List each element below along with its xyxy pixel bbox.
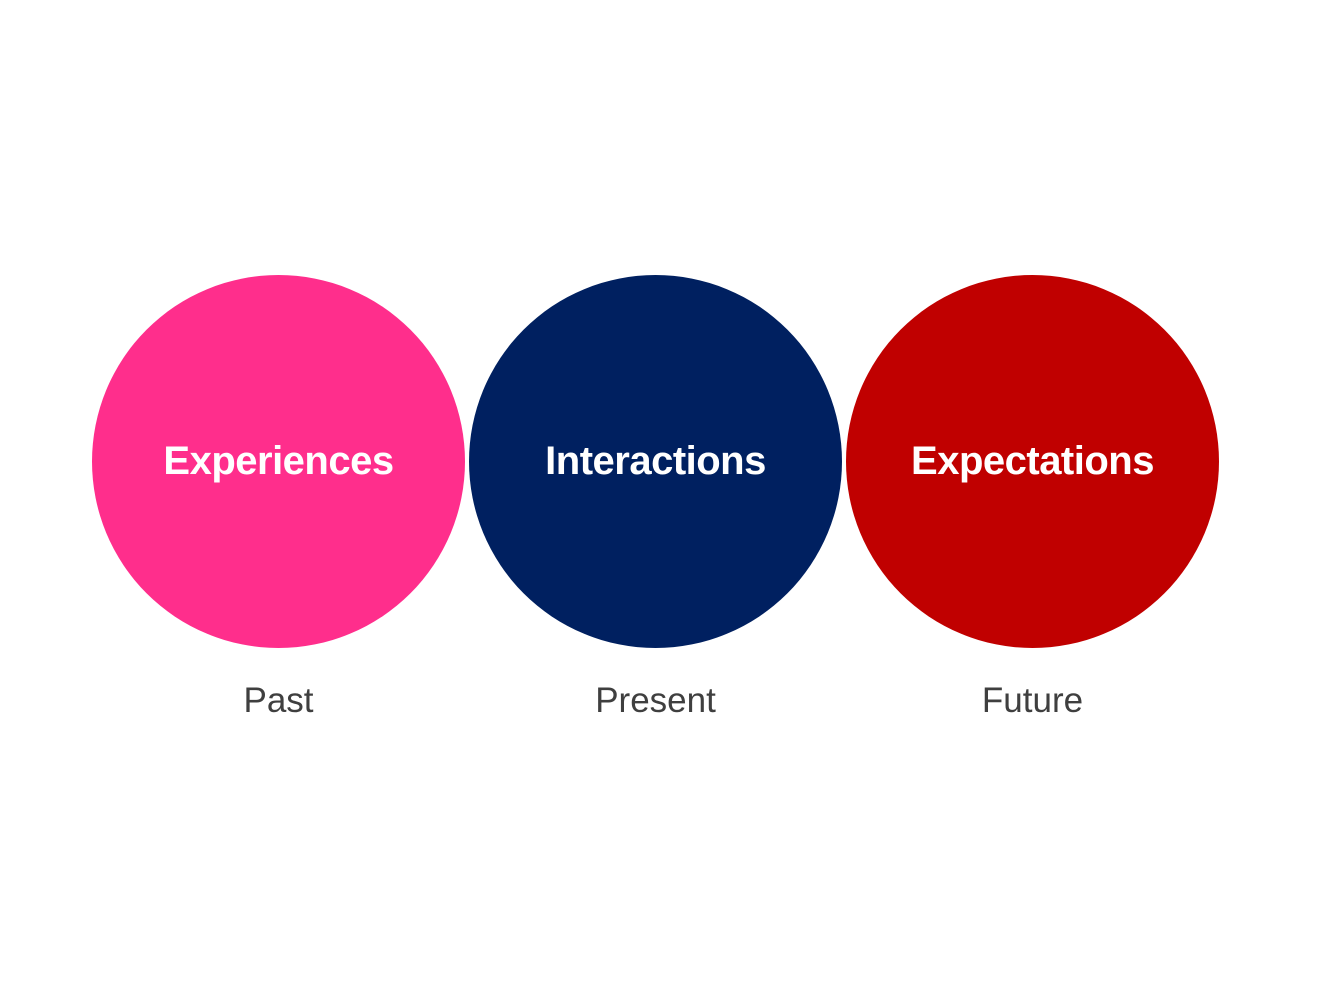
circle-interactions: Interactions: [469, 275, 842, 648]
diagram-item-interactions: Interactions Present: [469, 275, 842, 722]
circle-label-expectations: Expectations: [911, 439, 1154, 483]
diagram-item-experiences: Experiences Past: [92, 275, 465, 722]
circle-expectations: Expectations: [846, 275, 1219, 648]
circle-experiences: Experiences: [92, 275, 465, 648]
sublabel-future: Future: [981, 681, 1084, 720]
sublabel-past: Past: [243, 681, 314, 720]
circle-label-experiences: Experiences: [163, 439, 394, 483]
circle-label-interactions: Interactions: [545, 439, 766, 483]
three-circle-diagram: Experiences Past Interactions Present Ex…: [92, 275, 1219, 722]
sublabel-present: Present: [595, 681, 716, 720]
diagram-item-expectations: Expectations Future: [846, 275, 1219, 722]
